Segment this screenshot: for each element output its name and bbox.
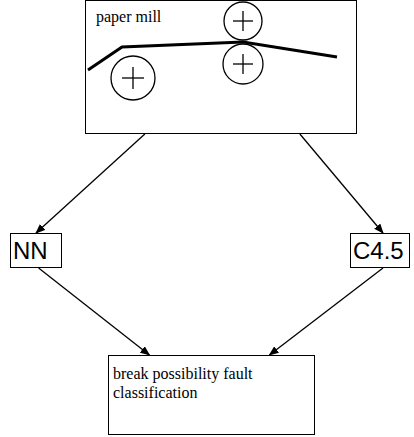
arrow-connector (36, 134, 145, 233)
process-box: paper mill (85, 0, 357, 134)
arrow-connector (269, 268, 383, 355)
node-label: NN (13, 237, 48, 265)
classifier-box: C4.5 (350, 233, 410, 268)
result-box: break possibility fault classification (108, 355, 315, 435)
roller (223, 44, 263, 84)
roller (111, 56, 155, 100)
node-label: C4.5 (353, 237, 404, 265)
node-label: break possibility fault classification (113, 364, 255, 402)
paper-web (88, 42, 337, 70)
node-label: paper mill (96, 7, 161, 26)
roller (224, 2, 262, 40)
arrow-connector (39, 268, 150, 355)
arrow-connector (300, 134, 383, 233)
classifier-box: NN (10, 233, 62, 268)
